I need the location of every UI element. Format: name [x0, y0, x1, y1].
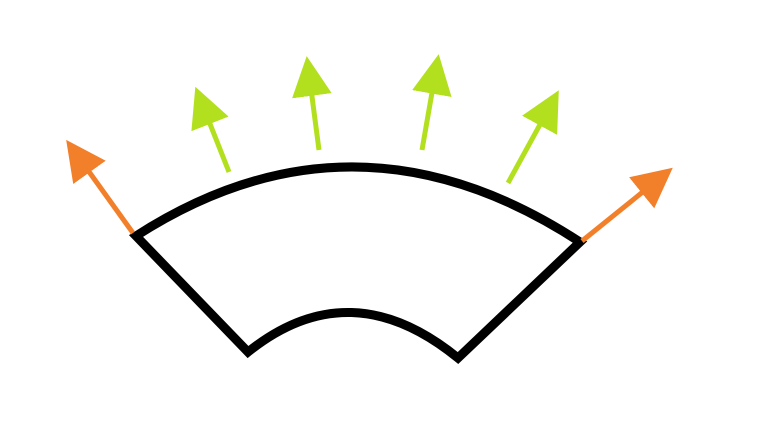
- right-edge-arrow: [580, 167, 673, 243]
- normal-arrow-4: [505, 90, 559, 185]
- sector-outline: [128, 162, 588, 364]
- left-edge-arrow: [66, 139, 136, 235]
- normal-arrow-3: [412, 54, 452, 151]
- normal-arrow-2: [292, 56, 332, 151]
- normal-arrow-1: [191, 86, 232, 173]
